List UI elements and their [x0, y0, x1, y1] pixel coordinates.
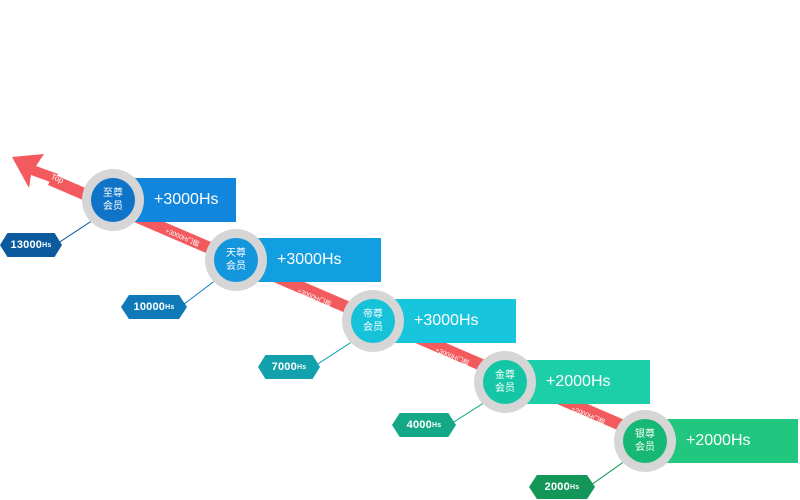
- tier-name-line2: 会员: [635, 442, 655, 453]
- tier-name-line2: 会员: [103, 201, 123, 212]
- tier-name-line2: 会员: [495, 383, 515, 394]
- tier-badge-inner: 至尊会员: [91, 178, 135, 222]
- tier-name-line1: 天尊: [226, 248, 246, 259]
- tier-bonus-text: +3000Hs: [277, 251, 342, 268]
- tier-threshold-unit: Hs: [42, 241, 52, 249]
- tier-badge-inner: 金尊会员: [483, 360, 527, 404]
- tier-badge-inner: 银尊会员: [623, 419, 667, 463]
- tier-threshold-value: 10000: [133, 301, 166, 313]
- tier-threshold-value: 2000: [544, 481, 570, 493]
- tier-badge: 金尊会员: [474, 351, 536, 413]
- tier-bonus-text: +3000Hs: [154, 191, 219, 208]
- tier-badge-inner: 天尊会员: [214, 238, 258, 282]
- tier-threshold-unit: Hs: [569, 483, 580, 491]
- tier-bonus-text: +2000Hs: [546, 373, 611, 390]
- tier-threshold-unit: Hs: [431, 421, 442, 429]
- tier-badge: 天尊会员: [205, 229, 267, 291]
- tier-badge-inner: 帝尊会员: [351, 299, 395, 343]
- tier-bonus-box: +3000Hs: [257, 238, 381, 282]
- tier-name-line1: 至尊: [103, 188, 123, 199]
- tier-bonus-box: +2000Hs: [666, 419, 798, 463]
- tier-threshold-value: 13000: [10, 239, 43, 251]
- tier-name-line1: 帝尊: [363, 309, 383, 320]
- tier-bonus-box: +2000Hs: [526, 360, 650, 404]
- tier-threshold-value: 4000: [406, 419, 432, 431]
- tier-badge: 银尊会员: [614, 410, 676, 472]
- tier-name-line1: 金尊: [495, 370, 515, 381]
- tier-name-line1: 银尊: [635, 429, 655, 440]
- tier-bonus-text: +2000Hs: [686, 432, 751, 449]
- tier-name-line2: 会员: [226, 261, 246, 272]
- tier-bonus-box: +3000Hs: [394, 299, 516, 343]
- tier-threshold-unit: Hs: [165, 303, 175, 311]
- tier-badge: 至尊会员: [82, 169, 144, 231]
- tier-name-line2: 会员: [363, 322, 383, 333]
- tier-threshold-unit: Hs: [296, 363, 307, 371]
- tier-bonus-text: +3000Hs: [414, 312, 479, 329]
- tier-badge: 帝尊会员: [342, 290, 404, 352]
- tier-bonus-box: +3000Hs: [134, 178, 236, 222]
- tier-threshold-value: 7000: [271, 361, 297, 373]
- arrow-head-icon: [12, 154, 58, 188]
